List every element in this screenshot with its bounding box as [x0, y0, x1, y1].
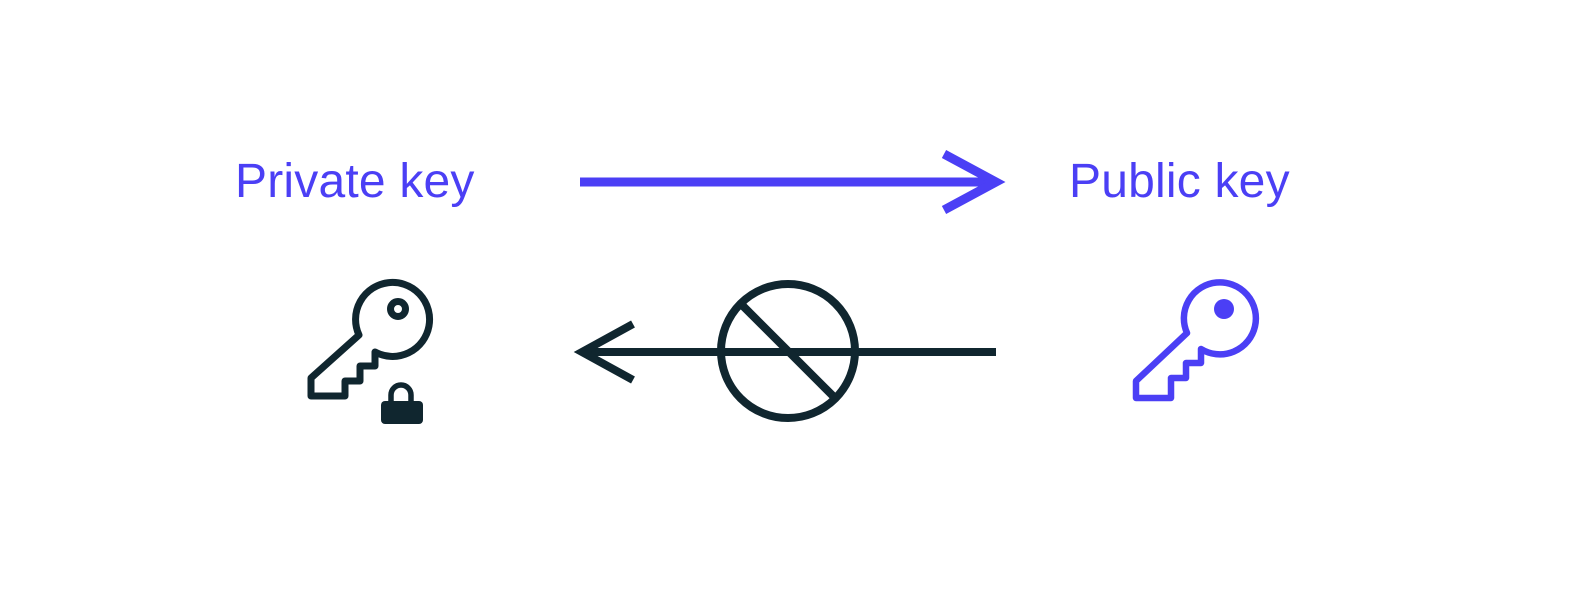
private-key-label: Private key	[235, 155, 475, 208]
key-icon	[307, 278, 434, 400]
prohibited-icon	[717, 280, 859, 422]
key-icon	[1132, 279, 1260, 402]
public-key-label: Public key	[1069, 155, 1290, 208]
padlock-icon	[381, 382, 423, 424]
arrow-right-icon	[580, 150, 1006, 214]
